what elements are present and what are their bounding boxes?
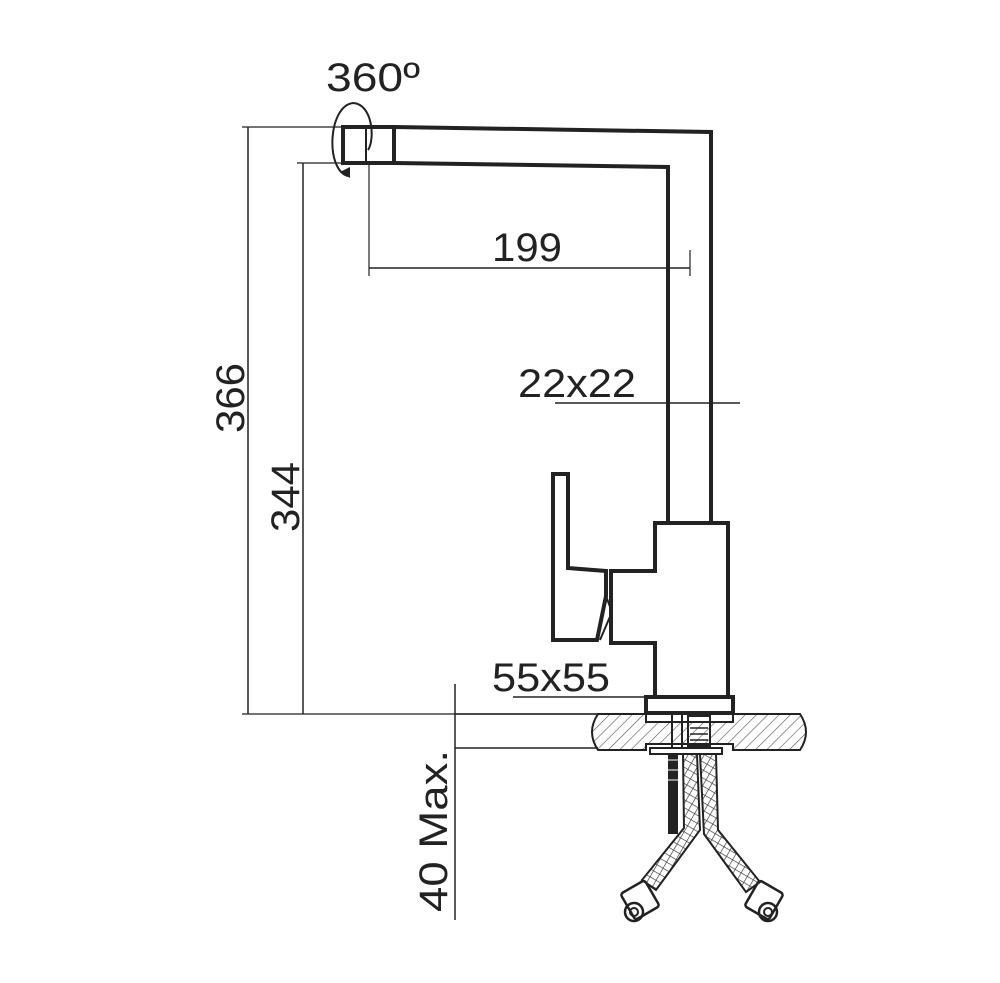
dimension-lines — [242, 126, 740, 920]
faucet-body — [609, 521, 730, 699]
overall-height-label: 366 — [209, 363, 253, 433]
left-hose-fitting — [620, 879, 660, 923]
base-plate — [644, 695, 735, 715]
rotation-arrow-icon — [331, 101, 373, 178]
faucet-outline — [341, 125, 735, 715]
right-hose-fitting — [744, 879, 784, 923]
threaded-rod — [668, 754, 678, 834]
spout-reach-label: 199 — [492, 226, 562, 270]
mounting-hardware — [649, 713, 723, 834]
lever-handle — [551, 472, 608, 642]
spout-section-label: 22x22 — [518, 362, 636, 406]
spout-tip — [341, 125, 396, 165]
spout-height-label: 344 — [264, 462, 308, 532]
max-deck-thickness-label: 40 Max. — [412, 750, 456, 912]
countertop-section — [455, 713, 807, 751]
supply-hoses — [620, 753, 784, 923]
base-size-label: 55x55 — [492, 656, 610, 700]
rotation-label: 360º — [326, 56, 420, 100]
spout-pipe — [393, 125, 713, 523]
